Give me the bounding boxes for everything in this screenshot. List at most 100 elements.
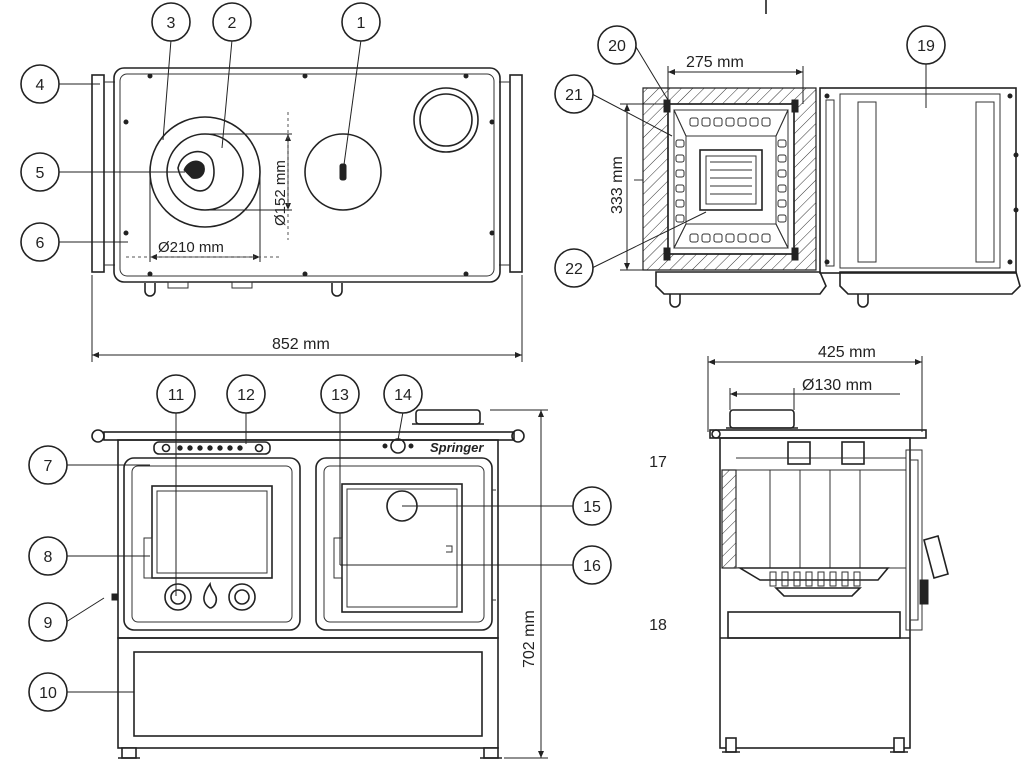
callout-20: 20 <box>597 25 637 65</box>
callout-6: 6 <box>20 222 60 262</box>
callout-17: 17 <box>649 454 667 471</box>
firebox-door <box>123 457 301 631</box>
callout-12: 12 <box>226 374 266 414</box>
svg-text:15: 15 <box>583 499 601 516</box>
dim-425-label: 425 mm <box>818 344 876 361</box>
svg-text:10: 10 <box>39 685 57 702</box>
callout-4: 4 <box>20 64 60 104</box>
flame-icon <box>203 581 218 609</box>
svg-text:5: 5 <box>36 165 45 182</box>
callout-22: 22 <box>554 248 594 288</box>
side-body <box>719 437 911 749</box>
svg-text:18: 18 <box>649 617 667 634</box>
oven-box-screws <box>824 93 1019 265</box>
callouts: 1 2 3 4 5 6 7 8 9 10 11 12 13 14 15 16 1… <box>20 2 946 712</box>
central-grate <box>699 149 763 211</box>
callout-11: 11 <box>156 374 196 414</box>
callout-8: 8 <box>28 536 68 576</box>
callout-7: 7 <box>28 445 68 485</box>
svg-text:2: 2 <box>228 15 237 32</box>
section-view: 275 mm 333 mm <box>609 54 1021 308</box>
svg-text:14: 14 <box>394 387 412 404</box>
dim-852-label: 852 mm <box>272 336 330 353</box>
side-rail-right <box>509 74 523 273</box>
callout-3: 3 <box>151 2 191 42</box>
top-plate <box>113 67 501 283</box>
leader-lines <box>58 39 927 693</box>
top-view: Ø152 mm Ø210 mm 852 mm <box>91 67 523 362</box>
side-rail-left <box>91 74 105 273</box>
callout-18: 18 <box>649 617 667 634</box>
dim-130-label: Ø130 mm <box>802 377 872 394</box>
front-view: Springer 702 mm <box>91 409 548 759</box>
flue-opening <box>413 87 479 153</box>
callout-10: 10 <box>28 672 68 712</box>
callout-5: 5 <box>20 152 60 192</box>
dim-702-label: 702 mm <box>521 610 538 668</box>
svg-text:13: 13 <box>331 387 349 404</box>
warming-disk <box>304 133 382 211</box>
dim-152: Ø152 mm <box>205 112 292 240</box>
oven-box <box>819 87 1017 274</box>
firebox <box>667 103 795 255</box>
svg-text:17: 17 <box>649 454 667 471</box>
ash-pan <box>727 611 901 639</box>
front-body <box>117 439 499 639</box>
side-view: 425 mm Ø130 mm <box>707 344 949 753</box>
svg-text:22: 22 <box>565 261 583 278</box>
svg-text:21: 21 <box>565 87 583 104</box>
svg-text:19: 19 <box>917 38 935 55</box>
dim-210-label: Ø210 mm <box>158 239 224 256</box>
front-top-rail <box>103 431 515 441</box>
door-handle <box>143 537 153 579</box>
wood-drawer <box>117 637 499 749</box>
svg-text:8: 8 <box>44 549 53 566</box>
dim-210: Ø210 mm <box>126 172 280 262</box>
svg-text:3: 3 <box>167 15 176 32</box>
top-feet <box>144 281 343 297</box>
callout-21: 21 <box>554 74 594 114</box>
dim-702: 702 mm <box>490 409 548 759</box>
thermostat-knob <box>390 438 406 454</box>
brand-logo-text: Springer <box>430 440 484 455</box>
callout-2: 2 <box>212 2 252 42</box>
top-screws <box>123 73 495 277</box>
liner-slots <box>675 117 787 243</box>
air-control-strip <box>153 441 271 455</box>
callout-16: 16 <box>572 545 612 585</box>
svg-text:1: 1 <box>357 15 366 32</box>
svg-text:11: 11 <box>168 387 185 404</box>
hotplate-center-lid <box>177 150 215 192</box>
callout-9: 9 <box>28 602 68 642</box>
firebox-door-glass <box>151 485 273 579</box>
side-handle <box>923 535 949 579</box>
dim-275-label: 275 mm <box>686 54 744 71</box>
svg-text:9: 9 <box>44 615 53 632</box>
oven-door <box>315 457 493 631</box>
wood-drawer-panel <box>133 651 483 737</box>
callout-15: 15 <box>572 486 612 526</box>
dim-425: 425 mm <box>707 344 923 432</box>
oven-door-window <box>341 483 463 613</box>
lid-handle <box>183 160 205 179</box>
callout-14: 14 <box>383 374 423 414</box>
svg-text:4: 4 <box>36 77 45 94</box>
callout-1: 1 <box>341 2 381 42</box>
dim-333-label: 333 mm <box>609 156 626 214</box>
air-control-holes <box>177 445 243 451</box>
svg-text:16: 16 <box>583 558 601 575</box>
svg-text:20: 20 <box>608 38 626 55</box>
dim-852: 852 mm <box>91 275 523 362</box>
svg-text:12: 12 <box>237 387 255 404</box>
callout-19: 19 <box>906 25 946 65</box>
callout-13: 13 <box>320 374 360 414</box>
air-knob-left <box>164 583 192 611</box>
side-flue-collar <box>729 409 795 429</box>
insulation-wall <box>642 87 817 271</box>
svg-text:7: 7 <box>44 458 53 475</box>
svg-text:6: 6 <box>36 235 45 252</box>
air-knob-right <box>228 583 256 611</box>
dim-130: Ø130 mm <box>729 377 900 410</box>
